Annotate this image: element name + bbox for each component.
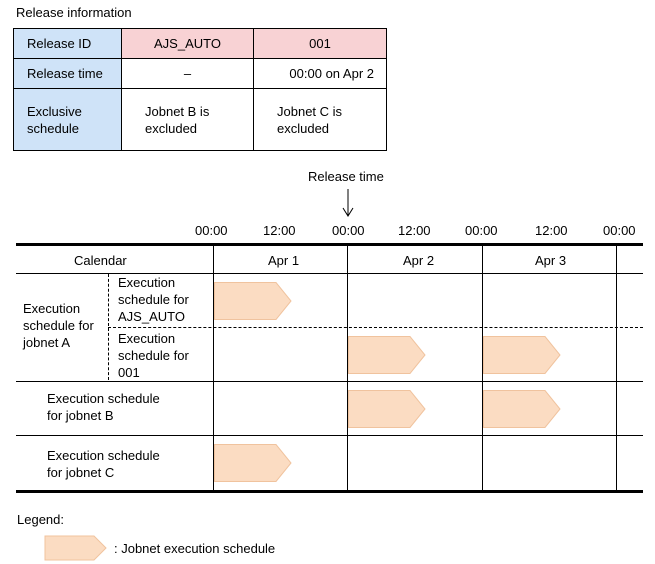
grid-subrow-divider [108,327,643,328]
release-time-marker-label: Release time [308,169,384,184]
grid-row-divider [16,435,643,436]
schedule-bar [483,336,561,374]
release-time-ajs-auto: – [121,58,254,89]
schedule-bar [483,390,561,428]
grid-day-divider [616,246,617,490]
jobnet-c-label: Execution schedule for jobnet C [47,448,160,480]
grid-header-divider [16,273,643,274]
grid-subrow-separator [108,274,109,380]
release-id-ajs-auto: AJS_AUTO [121,28,254,59]
grid-day-divider [347,246,348,490]
schedule-bar [348,336,426,374]
release-time-001: 00:00 on Apr 2 [253,58,387,89]
exclusive-schedule-001: Jobnet C is excluded [253,88,387,151]
grid-row-divider [16,381,643,382]
release-info-title: Release information [16,5,132,20]
time-label: 00:00 [465,223,498,238]
release-id-label: Release ID [13,28,122,59]
legend-title: Legend: [17,512,64,527]
time-label: 12:00 [535,223,568,238]
day-header-apr-3: Apr 3 [535,253,567,268]
release-id-row: Release ID AJS_AUTO 001 [13,28,387,59]
time-label: 00:00 [195,223,228,238]
jobnet-b-label: Execution schedule for jobnet B [47,391,160,423]
schedule-bar [348,390,426,428]
jobnet-a-label: Execution schedule for jobnet A [23,301,94,350]
release-time-label: Release time [13,58,122,89]
time-label: 00:00 [332,223,365,238]
release-time-arrow-icon [340,188,356,218]
release-info-table: Release ID AJS_AUTO 001 Release time – 0… [13,28,387,151]
day-header-apr-1: Apr 1 [268,253,300,268]
day-header-apr-2: Apr 2 [403,253,435,268]
schedule-bar [214,444,292,482]
exclusive-schedule-row: Exclusive schedule Jobnet B is excluded … [13,88,387,151]
ajs-auto-schedule-label: Execution schedule for AJS_AUTO [118,275,189,324]
schedule-bar [214,282,292,320]
grid-bottom-border [16,490,643,493]
grid-top-border [16,243,643,246]
release-001-schedule-label: Execution schedule for 001 [118,331,189,380]
exclusive-schedule-ajs-auto: Jobnet B is excluded [121,88,254,151]
time-label: 12:00 [263,223,296,238]
calendar-header: Calendar [74,253,127,268]
exclusive-schedule-label: Exclusive schedule [13,88,122,151]
release-time-row: Release time – 00:00 on Apr 2 [13,58,387,89]
release-id-001: 001 [253,28,387,59]
time-label: 12:00 [398,223,431,238]
legend-item-label: : Jobnet execution schedule [114,541,276,556]
time-label: 00:00 [603,223,636,238]
grid-day-divider [213,246,214,490]
grid-day-divider [482,246,483,490]
legend-swatch-icon [44,535,108,561]
